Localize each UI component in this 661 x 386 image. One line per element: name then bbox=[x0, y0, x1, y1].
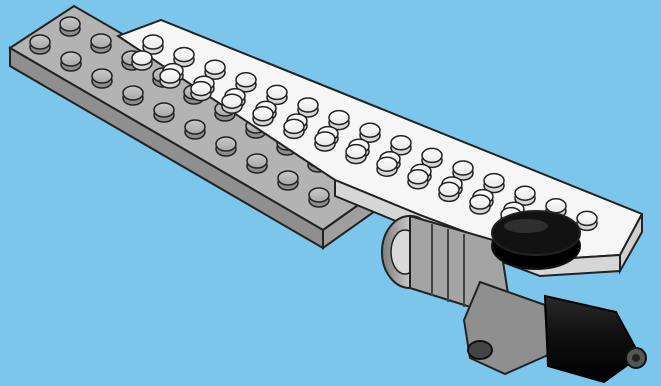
lego-stud-top bbox=[92, 69, 112, 83]
lego-stud bbox=[408, 170, 428, 189]
lego-stud bbox=[222, 94, 242, 113]
lego-stud bbox=[191, 82, 211, 101]
lego-stud-top bbox=[391, 136, 411, 150]
lego-stud-top bbox=[143, 35, 163, 49]
lego-stud bbox=[92, 69, 112, 88]
lego-stud bbox=[30, 35, 50, 54]
lego-stud bbox=[123, 86, 143, 105]
lego-stud-top bbox=[470, 195, 490, 209]
engine-mount-hole bbox=[468, 341, 492, 359]
lego-stud-top bbox=[154, 103, 174, 117]
black-round-tile-top bbox=[492, 211, 580, 255]
lego-stud-top bbox=[61, 52, 81, 66]
engine-exhaust-center bbox=[632, 354, 640, 362]
lego-stud bbox=[315, 132, 335, 151]
lego-stud bbox=[346, 145, 366, 164]
lego-stud-top bbox=[484, 174, 504, 188]
lego-stud bbox=[247, 154, 267, 173]
lego-stud bbox=[132, 51, 152, 70]
lego-stud bbox=[377, 157, 397, 176]
black-round-tile bbox=[492, 211, 580, 269]
lego-stud-top bbox=[91, 34, 111, 48]
lego-stud bbox=[185, 120, 205, 139]
lego-stud bbox=[253, 107, 273, 126]
engine-exhaust-cone bbox=[545, 296, 640, 382]
lego-stud-top bbox=[160, 69, 180, 83]
lego-stud-top bbox=[247, 154, 267, 168]
lego-stud-top bbox=[422, 148, 442, 162]
lego-stud bbox=[284, 119, 304, 138]
lego-stud-top bbox=[216, 137, 236, 151]
lego-stud-top bbox=[205, 60, 225, 74]
lego-stud bbox=[470, 195, 490, 214]
lego-stud-top bbox=[191, 82, 211, 96]
lego-stud-top bbox=[329, 111, 349, 125]
lego-stud-top bbox=[185, 120, 205, 134]
lego-stud bbox=[309, 188, 329, 207]
lego-stud-top bbox=[174, 48, 194, 62]
lego-stud-top bbox=[30, 35, 50, 49]
lego-stud bbox=[91, 34, 111, 53]
lego-stud bbox=[60, 17, 80, 36]
lego-stud-top bbox=[284, 119, 304, 133]
lego-stud-top bbox=[253, 107, 273, 121]
lego-stud-top bbox=[408, 170, 428, 184]
lego-stud-top bbox=[315, 132, 335, 146]
lego-stud-top bbox=[309, 188, 329, 202]
lego-stud-top bbox=[222, 94, 242, 108]
lego-stud bbox=[439, 182, 459, 201]
lego-stud-top bbox=[346, 145, 366, 159]
lego-stud bbox=[160, 69, 180, 88]
lego-stud bbox=[577, 211, 597, 230]
lego-stud-top bbox=[360, 123, 380, 137]
lego-stud-top bbox=[132, 51, 152, 65]
lego-stud-top bbox=[60, 17, 80, 31]
lego-stud-top bbox=[236, 73, 256, 87]
lego-stud-top bbox=[515, 186, 535, 200]
lego-stud bbox=[216, 137, 236, 156]
lego-stud-top bbox=[123, 86, 143, 100]
lego-stud-top bbox=[278, 171, 298, 185]
lego-stud-top bbox=[577, 211, 597, 225]
lego-stud-top bbox=[267, 85, 287, 99]
lego-stud-top bbox=[453, 161, 473, 175]
lego-stud bbox=[154, 103, 174, 122]
lego-stud-top bbox=[439, 182, 459, 196]
black-round-tile-highlight bbox=[504, 219, 548, 233]
lego-stud-top bbox=[377, 157, 397, 171]
lego-stud bbox=[61, 52, 81, 71]
lego-stud-top bbox=[298, 98, 318, 112]
lego-stud-top bbox=[546, 199, 566, 213]
engine-mount-bracket bbox=[464, 282, 548, 374]
lego-stud bbox=[278, 171, 298, 190]
